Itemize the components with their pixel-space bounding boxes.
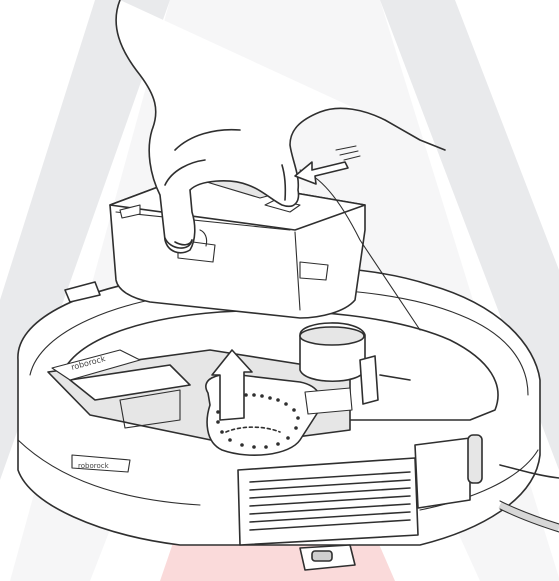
bumper-brand-label: roborock [78,462,110,470]
front-grille [238,458,418,545]
bumper-sensor [415,438,470,508]
